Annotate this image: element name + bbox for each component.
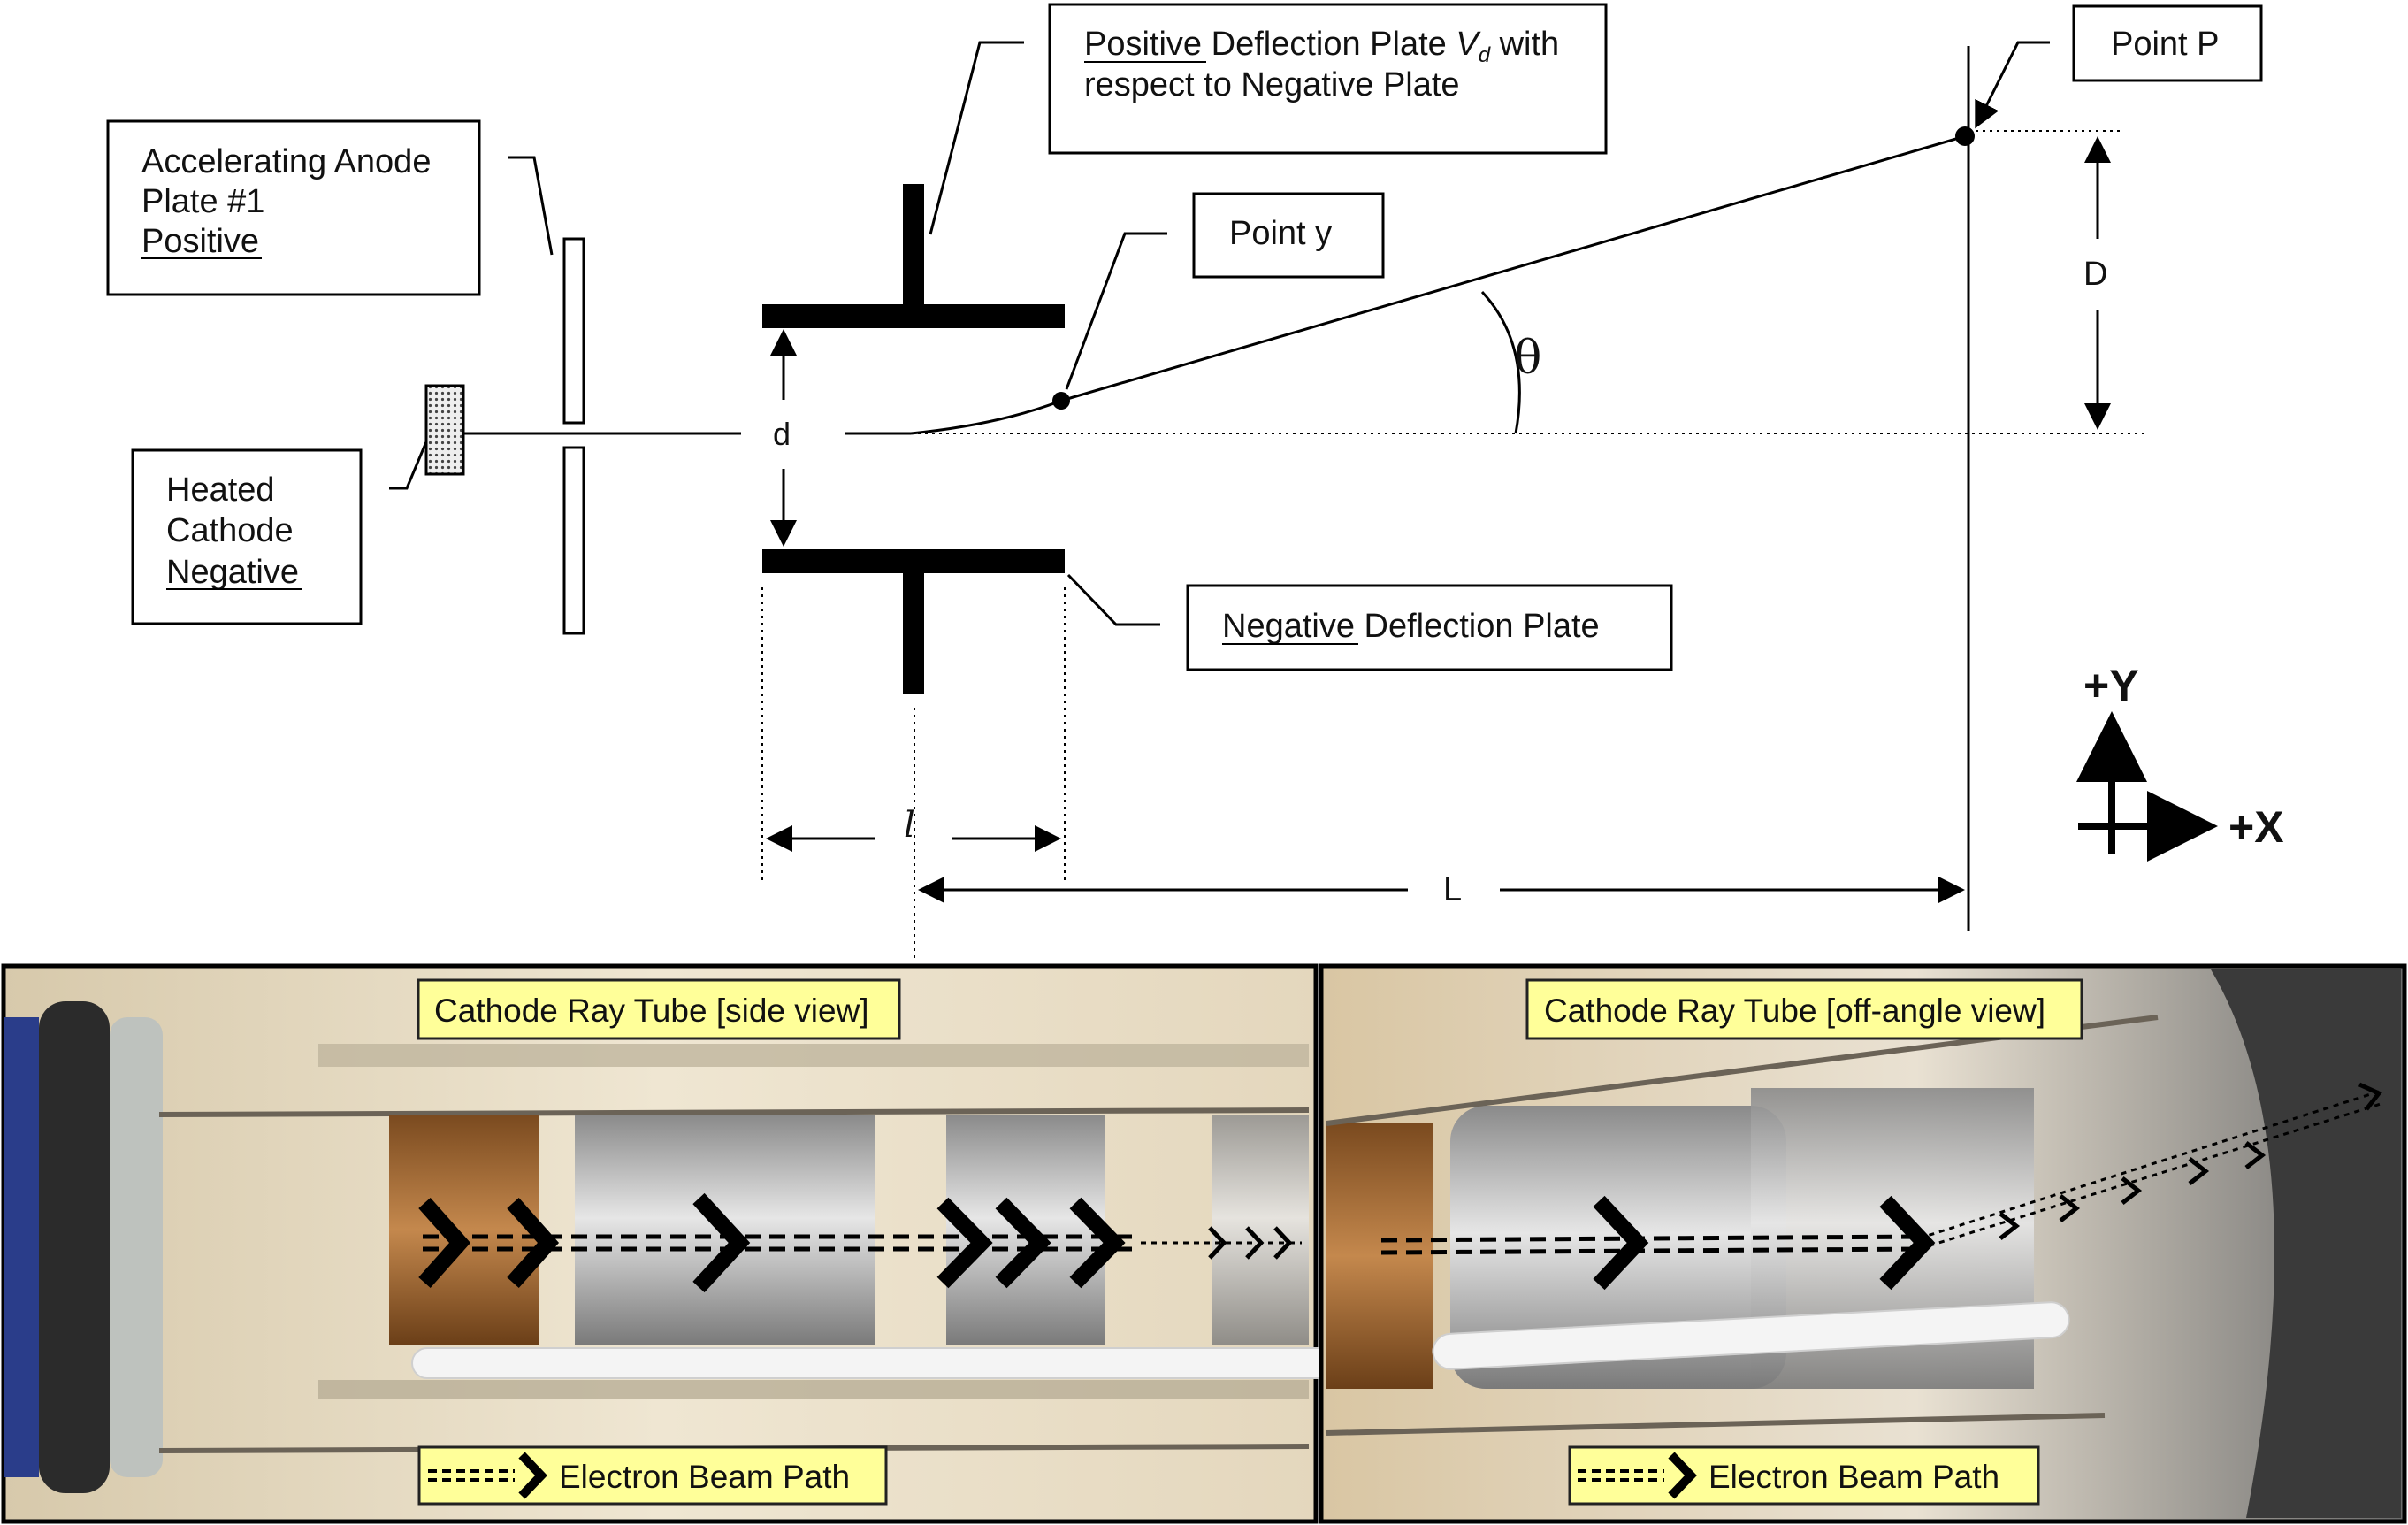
axis-y-label: +Y [2083,661,2139,710]
anode-label-line1: Accelerating Anode [141,143,431,180]
schematic: Accelerating Anode Plate #1 Positive Hea… [106,3,2284,959]
theta-label: θ [1514,332,1541,385]
off-angle-chevrons [1593,1195,1936,1291]
photo-off-angle-view: Cathode Ray Tube [off-angle view] Electr… [1319,963,2407,1524]
negative-plate-stem [903,571,924,694]
negative-plate-leader [1066,573,1160,626]
point-y-label-box [1192,192,1385,279]
d-label: d [773,416,791,452]
point-p-dot [1955,126,1975,146]
legend-left-chevron-icon [518,1452,547,1499]
positive-plate-label-line2: respect to Negative Plate [1084,66,1460,103]
point-y-leader [1065,232,1167,390]
anode-plate-upper [562,237,585,425]
cathode-label-line2: Cathode [166,512,294,549]
legend-right-label: Electron Beam Path [1709,1459,1999,1495]
positive-plate-label-line1: Positive Deflection Plate Vd with [1084,26,1559,67]
negative-plate-label: Negative Deflection Plate [1222,608,1600,645]
legend-left-label: Electron Beam Path [559,1459,850,1495]
anode-leader [508,156,554,256]
cathode-label-line3: Negative [166,554,299,591]
heated-cathode [424,384,465,476]
cathode-leader [389,433,432,490]
photo-side-view: Cathode Ray Tube [side view] Electron Be… [1,963,1350,1524]
cathode-label-box [131,448,363,625]
anode-label-line2: Plate #1 [141,183,264,220]
side-view-title: Cathode Ray Tube [side view] [434,992,869,1029]
axis-x-label: +X [2228,802,2284,852]
anode-plate-lower [562,446,585,635]
positive-plate-leader [929,41,1024,235]
off-angle-title: Cathode Ray Tube [off-angle view] [1544,992,2045,1029]
point-p-leader [1975,41,2050,129]
off-angle-beam-path [1380,1234,1920,1243]
positive-plate-stem [903,184,924,308]
point-p-label: Point P [2111,26,2220,63]
anode-label-box [106,119,481,296]
legend-right-chevron-icon [1668,1452,1697,1499]
side-beam-chevrons [418,1192,1126,1293]
point-y-dot [1052,392,1070,410]
theta-arc [1480,290,1521,434]
anode-label-line3: Positive [141,223,259,260]
positive-deflection-plate [762,304,1065,328]
point-p-label-box [2072,4,2263,82]
l-label: l [904,805,915,846]
positive-plate-label-box [1048,3,1608,155]
L-label: L [1443,871,1462,908]
cathode-label-line1: Heated [166,471,275,509]
negative-plate-label-box [1186,584,1673,671]
D-label: D [2083,256,2107,293]
negative-deflection-plate [762,549,1065,573]
point-y-label: Point y [1229,215,1332,252]
beam-trajectory [910,399,1062,435]
